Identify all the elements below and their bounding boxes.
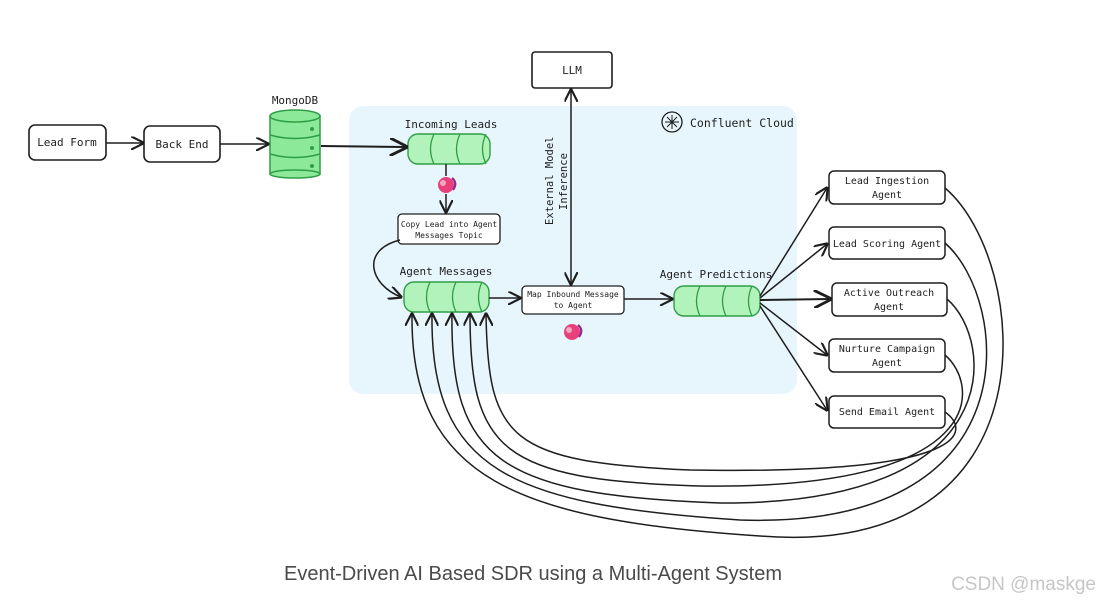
active-outreach-agent-node: Active Outreach Agent xyxy=(831,282,948,317)
arrow-mongodb-incoming xyxy=(320,146,406,147)
loop-ingestion-to-agentmessages xyxy=(412,187,1004,539)
loop-nurture-to-agentmessages xyxy=(470,314,964,487)
figure-caption: Event-Driven AI Based SDR using a Multi-… xyxy=(284,563,782,585)
svg-text:Lead Ingestion: Lead Ingestion xyxy=(845,176,929,187)
svg-text:Messages Topic: Messages Topic xyxy=(415,231,483,240)
agent-messages-label: Agent Messages xyxy=(400,265,493,278)
svg-text:Agent: Agent xyxy=(872,190,902,201)
loop-scoring-to-agentmessages xyxy=(432,242,988,521)
svg-text:Lead Scoring Agent: Lead Scoring Agent xyxy=(833,239,941,250)
copy-lead-node: Copy Lead into Agent Messages Topic xyxy=(397,213,501,245)
arrow-predictions-sendemail xyxy=(759,305,827,410)
incoming-leads-topic xyxy=(407,133,491,165)
svg-text:Copy Lead into Agent: Copy Lead into Agent xyxy=(401,220,498,229)
lead-form-node: Lead Form xyxy=(28,124,107,161)
svg-text:LLM: LLM xyxy=(562,64,582,77)
loop-outreach-to-agentmessages xyxy=(452,298,975,504)
nurture-campaign-agent-node: Nurture Campaign Agent xyxy=(828,338,946,373)
lead-ingestion-agent-node: Lead Ingestion Agent xyxy=(828,170,946,205)
svg-text:MongoDB: MongoDB xyxy=(272,94,319,107)
arrow-predictions-scoring xyxy=(759,244,827,299)
flink-squirrel-icon xyxy=(438,177,457,193)
diagram-connectors xyxy=(106,90,1004,539)
agent-predictions-topic xyxy=(673,285,761,317)
external-model-label-line2: Inference xyxy=(558,153,570,210)
svg-text:Nurture Campaign: Nurture Campaign xyxy=(839,344,935,355)
agent-messages-topic xyxy=(403,281,490,313)
arrow-predictions-nurture xyxy=(759,302,827,355)
send-email-agent-node: Send Email Agent xyxy=(828,395,946,429)
confluent-cloud-label: Confluent Cloud xyxy=(690,116,794,130)
arrow-predictions-outreach xyxy=(759,299,830,300)
svg-text:Send Email Agent: Send Email Agent xyxy=(839,407,935,418)
agent-predictions-label: Agent Predictions xyxy=(660,268,773,281)
svg-text:Agent: Agent xyxy=(874,302,904,313)
llm-node: LLM xyxy=(531,51,613,89)
map-inbound-node: Map Inbound Message to Agent xyxy=(521,285,625,315)
svg-text:Active Outreach: Active Outreach xyxy=(844,288,934,299)
svg-text:Agent: Agent xyxy=(872,358,902,369)
svg-text:to Agent: to Agent xyxy=(554,301,593,310)
arrow-copylead-agentmessages xyxy=(372,239,401,297)
external-model-label: External Model xyxy=(544,136,556,225)
svg-text:Map Inbound Message: Map Inbound Message xyxy=(527,290,619,299)
svg-text:Back End: Back End xyxy=(156,138,209,151)
arrow-predictions-ingestion xyxy=(759,188,827,297)
watermark: CSDN @maskge xyxy=(951,574,1096,595)
flink-squirrel-icon xyxy=(564,324,583,340)
loop-sendemail-to-agentmessages xyxy=(486,314,957,472)
lead-scoring-agent-node: Lead Scoring Agent xyxy=(828,226,946,260)
back-end-node: Back End xyxy=(143,125,221,163)
incoming-leads-label: Incoming Leads xyxy=(405,118,498,131)
svg-text:Lead Form: Lead Form xyxy=(37,136,97,149)
mongodb-database-icon: MongoDB xyxy=(269,94,321,179)
confluent-logo-icon xyxy=(661,111,683,133)
